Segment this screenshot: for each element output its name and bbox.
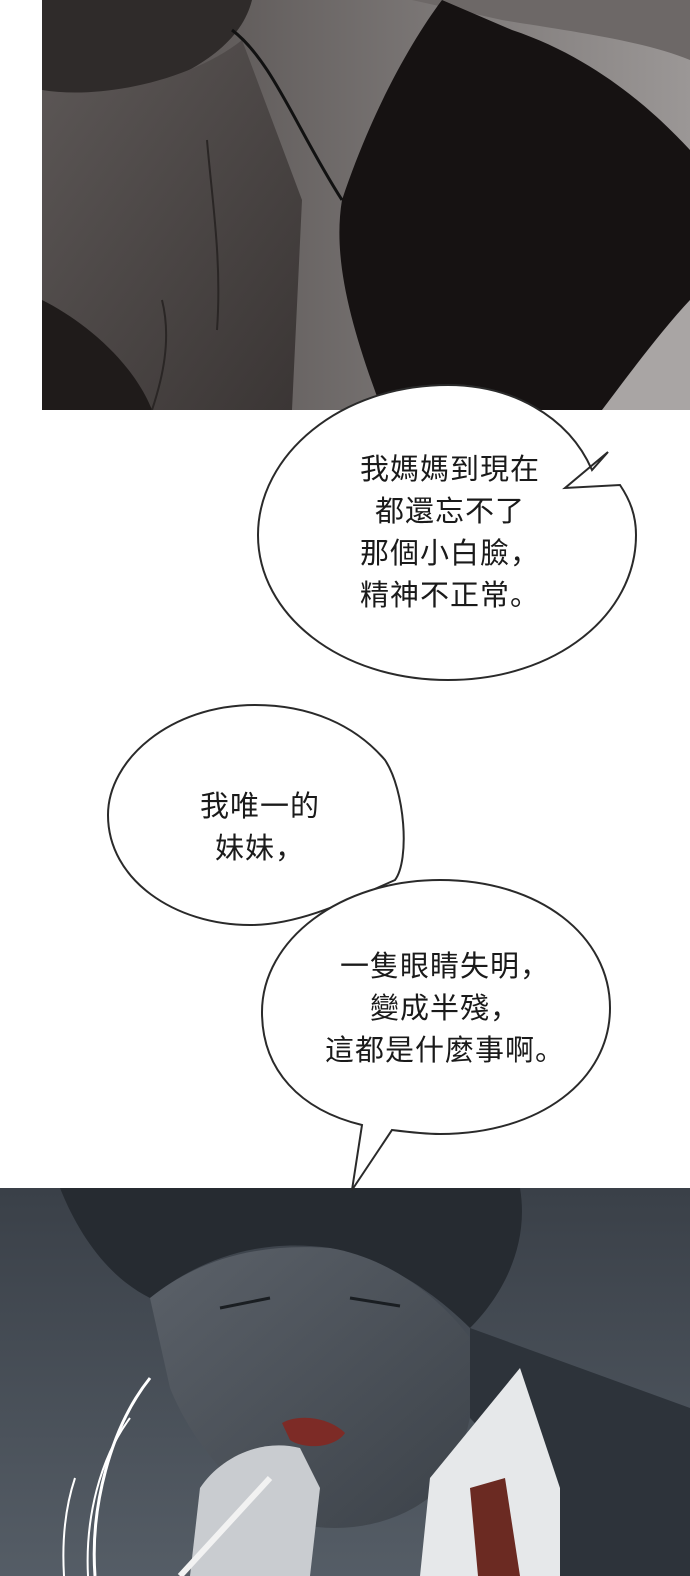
top-comic-panel [42,0,690,410]
bubble-1-line-4: 精神不正常。 [359,578,540,612]
bottom-comic-panel [0,1188,690,1576]
bubble-1-line-2: 都還忘不了 [374,494,525,528]
bubble-3-line-2: 變成半殘， [369,991,520,1025]
bubble-2-line-2: 妹妹， [214,831,305,865]
bubble-1-line-1: 我媽媽到現在 [359,452,540,486]
speech-bubble-1-text: 我媽媽到現在 都還忘不了 那個小白臉， 精神不正常。 [330,448,570,616]
bubble-3-line-3: 這都是什麼事啊。 [324,1033,565,1067]
bubble-1-line-3: 那個小白臉， [359,536,540,570]
top-panel-illustration [42,0,690,410]
bubble-2-line-1: 我唯一的 [199,789,320,823]
speech-bubble-3 [260,878,612,1191]
speech-bubble-2 [106,703,405,927]
bubble-3-line-1: 一隻眼睛失明， [339,949,550,983]
speech-bubble-2-text: 我唯一的 妹妹， [170,785,350,869]
bottom-panel-illustration [0,1188,690,1576]
speech-bubble-3-text: 一隻眼睛失明， 變成半殘， 這都是什麼事啊。 [300,945,590,1071]
speech-bubble-1 [256,383,638,682]
